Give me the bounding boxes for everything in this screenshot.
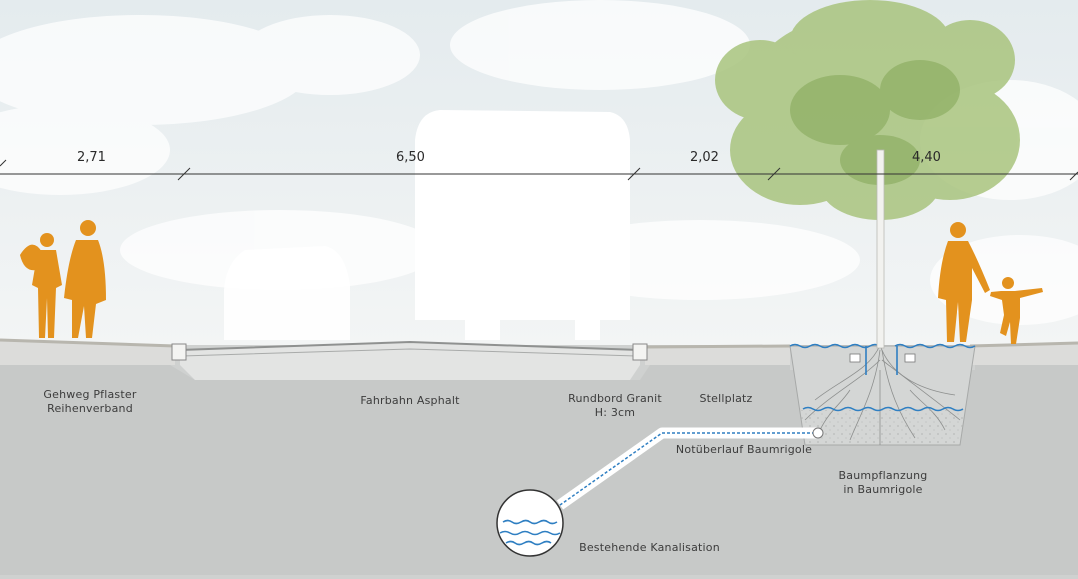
- label-gehweg: Gehweg Pflaster Reihenverband: [20, 388, 160, 416]
- paving-surface-parking: [644, 344, 791, 349]
- overflow-inlet: [812, 427, 824, 439]
- label-kanalisation: Bestehende Kanalisation: [579, 541, 720, 554]
- road-surface: [179, 340, 641, 351]
- label-baumpflanzung: Baumpflanzung in Baumrigole: [818, 469, 948, 497]
- tree-inlet-left: [849, 353, 861, 363]
- tree-pit-gravel: [800, 410, 965, 445]
- person-silhouette-icon: [990, 277, 1043, 344]
- curb-left: [171, 343, 187, 361]
- label-gehweg-line2: Reihenverband: [47, 402, 133, 415]
- curb-right: [632, 343, 648, 361]
- bus-silhouette-icon: [415, 110, 630, 320]
- label-baumpflanzung-line1: Baumpflanzung: [838, 469, 928, 482]
- dimension-road: 6,50: [396, 150, 425, 165]
- sidewalk-right-layer: [970, 343, 1078, 365]
- car-silhouette-icon: [224, 246, 350, 340]
- bus-wheel: [465, 318, 500, 340]
- label-rundbord: Rundbord Granit H: 3cm: [555, 392, 675, 420]
- sidewalk-left-layer: [0, 340, 175, 365]
- water-level-lines: [789, 343, 976, 412]
- dimension-line: [0, 159, 1078, 181]
- label-rundbord-line1: Rundbord Granit: [568, 392, 662, 405]
- person-silhouette-icon: [938, 222, 990, 342]
- label-stellplatz: Stellplatz: [699, 392, 753, 405]
- dimension-tree-sidewalk: 4,40: [912, 150, 941, 165]
- person-silhouette-icon: [64, 220, 106, 338]
- road-asphalt: [180, 342, 640, 380]
- road-sublayer: [181, 348, 639, 357]
- roots: [804, 344, 961, 445]
- dimension-parking: 2,02: [690, 150, 719, 165]
- label-gehweg-line1: Gehweg Pflaster: [43, 388, 137, 401]
- paving-surface-left: [0, 338, 176, 348]
- person-silhouette-icon: [20, 233, 62, 338]
- label-fahrbahn: Fahrbahn Asphalt: [360, 394, 460, 407]
- label-notueberlauf: Notüberlauf Baumrigole: [675, 443, 813, 456]
- paving-surface-right: [969, 341, 1078, 348]
- overflow-water: [559, 432, 815, 506]
- tree-inlet-right: [904, 353, 916, 363]
- label-baumpflanzung-line2: in Baumrigole: [843, 483, 923, 496]
- tree-icon: [715, 0, 1020, 349]
- parking-strip-layer: [645, 346, 790, 365]
- bus-wheel: [575, 318, 600, 340]
- sewer-pipe: [496, 489, 564, 557]
- label-rundbord-line2: H: 3cm: [594, 406, 636, 419]
- sewer-water: [499, 519, 561, 546]
- dimension-sidewalk-left: 2,71: [77, 150, 106, 165]
